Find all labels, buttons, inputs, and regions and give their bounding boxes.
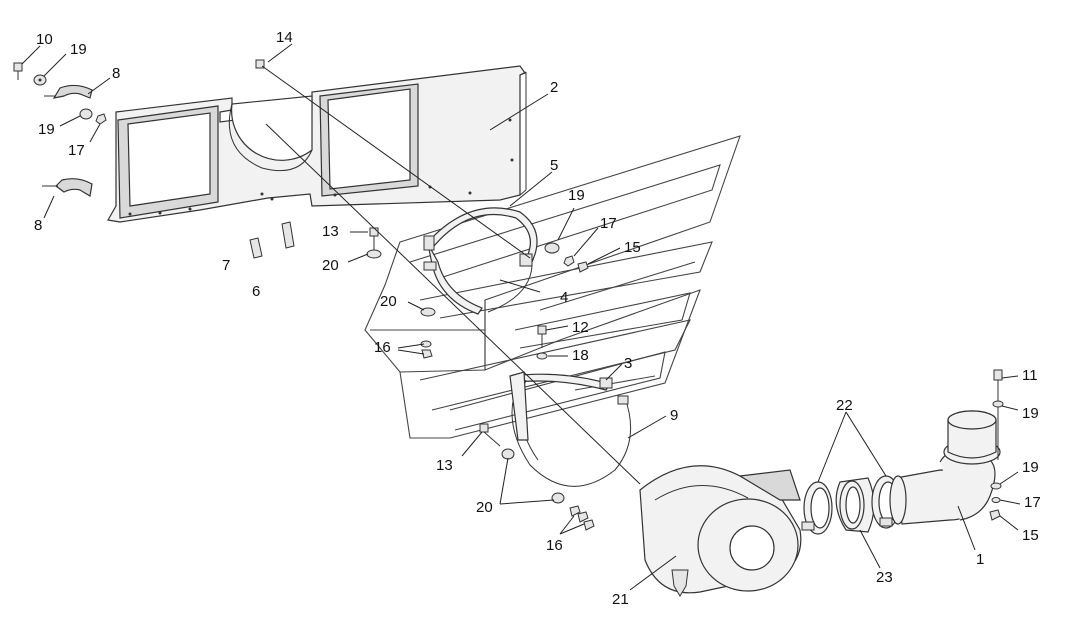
elbow-pipe [889, 410, 1001, 525]
callout-3: 3 [624, 355, 633, 372]
callout-13: 13 [436, 457, 453, 474]
lower-strap-band [509, 371, 632, 487]
callout-20: 20 [476, 499, 493, 516]
air-filter-housing [639, 465, 802, 597]
callout-23: 23 [876, 569, 893, 586]
callout-19: 19 [568, 187, 585, 204]
callout-13: 13 [322, 223, 339, 240]
callout-18: 18 [572, 347, 589, 364]
callout-8: 8 [112, 65, 121, 82]
callout-19: 19 [38, 121, 55, 138]
callout-15: 15 [624, 239, 641, 256]
callout-2: 2 [550, 79, 559, 96]
callout-17: 17 [68, 142, 85, 159]
callout-12: 12 [572, 319, 589, 336]
callout-17: 17 [600, 215, 617, 232]
callout-16: 16 [374, 339, 391, 356]
callout-22: 22 [836, 397, 853, 414]
callout-6: 6 [252, 283, 261, 300]
callout-19: 19 [70, 41, 87, 58]
upper-mount-band [423, 207, 538, 315]
callout-11: 11 [1022, 367, 1038, 384]
callout-20: 20 [380, 293, 397, 310]
callout-1: 1 [976, 551, 985, 568]
callout-17: 17 [1024, 494, 1041, 511]
hose-clamps-sleeve [801, 475, 901, 535]
callout-9: 9 [670, 407, 679, 424]
callout-20: 20 [322, 257, 339, 274]
callout-5: 5 [550, 157, 559, 174]
callout-8: 8 [34, 217, 43, 234]
callout-10: 10 [36, 31, 53, 48]
callout-21: 21 [612, 591, 629, 608]
leader-lines [21, 43, 1021, 591]
rear-panel [107, 65, 527, 223]
callout-14: 14 [276, 29, 293, 46]
callout-4: 4 [560, 289, 569, 306]
callout-19: 19 [1022, 459, 1039, 476]
callout-15: 15 [1022, 527, 1039, 544]
callout-16: 16 [546, 537, 563, 554]
callout-19: 19 [1022, 405, 1039, 422]
callout-7: 7 [222, 257, 231, 274]
